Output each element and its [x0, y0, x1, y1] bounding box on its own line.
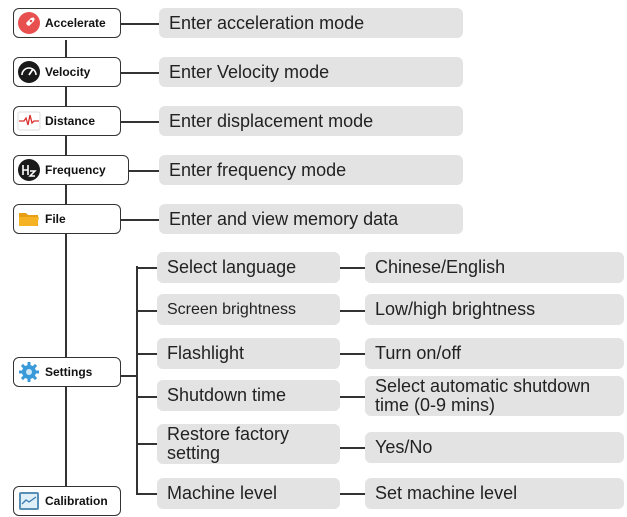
mode-button-distance[interactable]: Distance [13, 106, 121, 136]
branch-tick-machine-level [136, 493, 158, 495]
branch-tick-shutdown [136, 396, 158, 398]
setting-select-language[interactable]: Select language [157, 252, 340, 283]
branch-tick-flashlight [136, 353, 158, 355]
description-frequency: Enter frequency mode [159, 155, 463, 185]
connector-distance [121, 121, 161, 123]
mode-button-settings[interactable]: Settings [13, 357, 121, 387]
connector-language [340, 267, 365, 269]
mode-label: Velocity [45, 65, 91, 79]
settings-branch-spine [136, 266, 138, 493]
value-shutdown-time: Select automatic shutdown time (0-9 mins… [365, 376, 624, 416]
setting-machine-level[interactable]: Machine level [157, 478, 340, 509]
waveform-icon [16, 108, 42, 134]
mode-label: Accelerate [45, 16, 106, 30]
value-machine-level: Set machine level [365, 478, 624, 509]
mode-button-velocity[interactable]: Velocity [13, 57, 121, 87]
connector-accelerate [121, 23, 161, 25]
description-distance: Enter displacement mode [159, 106, 463, 136]
description-accelerate: Enter acceleration mode [159, 8, 463, 38]
speedometer-icon [16, 59, 42, 85]
mode-button-calibration[interactable]: Calibration [13, 486, 121, 516]
value-restore-factory: Yes/No [365, 432, 624, 463]
mode-button-file[interactable]: File [13, 204, 121, 234]
value-select-language: Chinese/English [365, 252, 624, 283]
connector-machine-level [340, 493, 365, 495]
value-flashlight: Turn on/off [365, 338, 624, 369]
mode-label: Calibration [45, 494, 108, 508]
connector-brightness [340, 310, 365, 312]
gear-icon [16, 359, 42, 385]
setting-flashlight[interactable]: Flashlight [157, 338, 340, 369]
mode-label: Settings [45, 365, 93, 379]
branch-tick-brightness [136, 310, 158, 312]
connector-flashlight [340, 353, 365, 355]
mode-label: Frequency [45, 163, 106, 177]
main-spine [65, 40, 67, 488]
mode-label: File [45, 212, 66, 226]
description-velocity: Enter Velocity mode [159, 57, 463, 87]
connector-file [121, 219, 161, 221]
mode-button-accelerate[interactable]: Accelerate [13, 8, 121, 38]
folder-icon [16, 206, 42, 232]
connector-restore [340, 447, 365, 449]
settings-branch-connector [121, 375, 137, 377]
mode-label: Distance [45, 114, 96, 128]
mode-button-frequency[interactable]: Frequency [13, 155, 129, 185]
description-file: Enter and view memory data [159, 204, 463, 234]
setting-shutdown-time[interactable]: Shutdown time [157, 380, 340, 411]
calibration-icon [16, 488, 42, 514]
branch-tick-language [136, 267, 158, 269]
branch-tick-restore [136, 443, 158, 445]
connector-frequency [129, 170, 161, 172]
setting-restore-factory[interactable]: Restore factory setting [157, 424, 340, 464]
value-screen-brightness: Low/high brightness [365, 294, 624, 325]
rocket-icon [16, 10, 42, 36]
hz-icon [16, 157, 42, 183]
connector-shutdown [340, 396, 365, 398]
connector-velocity [121, 72, 161, 74]
setting-screen-brightness[interactable]: Screen brightness [157, 294, 340, 325]
